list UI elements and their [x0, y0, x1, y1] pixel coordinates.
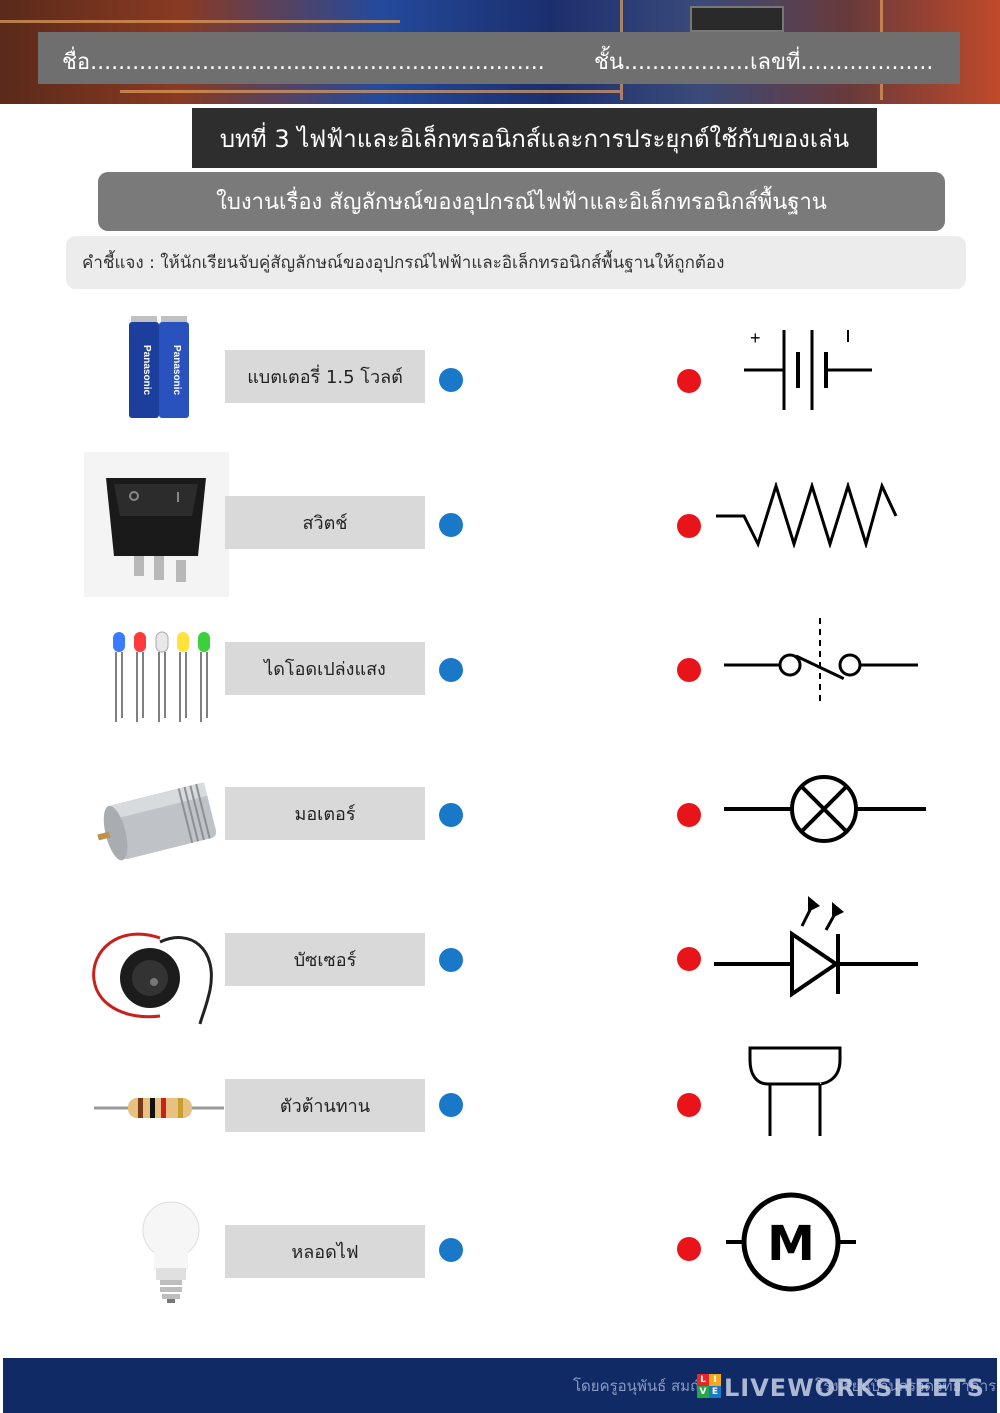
- match-dot-left-motor[interactable]: [439, 803, 463, 827]
- battery-icon: Panasonic Panasonic: [129, 316, 189, 418]
- circuit-trace: [0, 20, 400, 23]
- match-dot-right-3[interactable]: [677, 658, 701, 682]
- motor-letter: M: [767, 1216, 815, 1272]
- switch-symbol: [724, 618, 918, 704]
- logo-letter: E: [709, 1386, 721, 1398]
- match-dot-right-1[interactable]: [677, 369, 701, 393]
- match-dot-left-battery[interactable]: [439, 368, 463, 392]
- number-field[interactable]: เลขที่...................: [750, 50, 934, 75]
- logo-letter: V: [697, 1386, 709, 1398]
- match-dot-left-resistor[interactable]: [439, 1093, 463, 1117]
- rocker-switch-icon: [84, 452, 229, 597]
- liveworksheets-logo-icon: L I V E: [697, 1374, 721, 1398]
- buzzer-symbol: [748, 1046, 842, 1136]
- match-dot-right-6[interactable]: [677, 1093, 701, 1117]
- school-name: โรงเรียนบ้านกรวดวิทยาคาร: [815, 1377, 997, 1395]
- plus-sign: +: [750, 328, 761, 348]
- match-dot-right-2[interactable]: [677, 514, 701, 538]
- match-dot-left-buzzer[interactable]: [439, 948, 463, 972]
- motor-icon: [97, 782, 217, 861]
- buzzer-icon: [92, 932, 213, 1025]
- match-dot-right-5[interactable]: [677, 947, 701, 971]
- label-bulb: หลอดไฟ: [225, 1225, 425, 1278]
- logo-letter: L: [697, 1374, 709, 1386]
- worksheet-subtitle: ใบงานเรื่อง สัญลักษณ์ของอุปกรณ์ไฟฟ้าและอ…: [98, 172, 945, 231]
- label-led: ไดโอดเปล่งแสง: [225, 642, 425, 695]
- label-buzzer: บัซเซอร์: [225, 933, 425, 986]
- battery-brand: Panasonic: [141, 345, 152, 395]
- match-dot-left-led[interactable]: [439, 658, 463, 682]
- battery-brand: Panasonic: [171, 345, 182, 395]
- circuit-trace: [120, 90, 620, 93]
- match-dot-right-4[interactable]: [677, 803, 701, 827]
- battery-symbol: +: [744, 328, 872, 410]
- lesson-title: บทที่ 3 ไฟฟ้าและอิเล็กทรอนิกส์และการประย…: [192, 108, 877, 168]
- instruction-text: คำชี้แจง : ให้นักเรียนจับคู่สัญลักษณ์ของ…: [66, 236, 966, 289]
- resistor-icon: [94, 1098, 224, 1118]
- match-dot-right-7[interactable]: [677, 1237, 701, 1261]
- motor-symbol: M: [726, 1192, 856, 1292]
- label-resistor: ตัวต้านทาน: [225, 1079, 425, 1132]
- label-switch: สวิตช์: [225, 496, 425, 549]
- light-bulb-icon: [142, 1201, 200, 1303]
- led-icon: [113, 631, 210, 722]
- logo-letter: I: [709, 1374, 721, 1386]
- name-field[interactable]: ชื่อ....................................…: [62, 50, 545, 75]
- class-field[interactable]: ชั้น..................: [594, 50, 750, 75]
- resistor-symbol: [716, 482, 898, 548]
- led-symbol: [714, 896, 918, 998]
- author-credit: โดยครูอนุพันธ์ สมณี: [573, 1377, 704, 1395]
- match-dot-left-bulb[interactable]: [439, 1238, 463, 1262]
- liveworksheets-brand: LIVEWORKSHEETS: [724, 1374, 985, 1402]
- label-motor: มอเตอร์: [225, 787, 425, 840]
- label-battery: แบตเตอรี่ 1.5 โวลต์: [225, 350, 425, 403]
- lamp-symbol: [724, 775, 926, 843]
- match-dot-left-switch[interactable]: [439, 513, 463, 537]
- footer-bar: โดยครูอนุพันธ์ สมณี โรงเรียนบ้านกรวดวิทย…: [3, 1358, 997, 1413]
- student-info-bar: ชื่อ....................................…: [38, 32, 960, 84]
- chip-graphic: [690, 6, 784, 32]
